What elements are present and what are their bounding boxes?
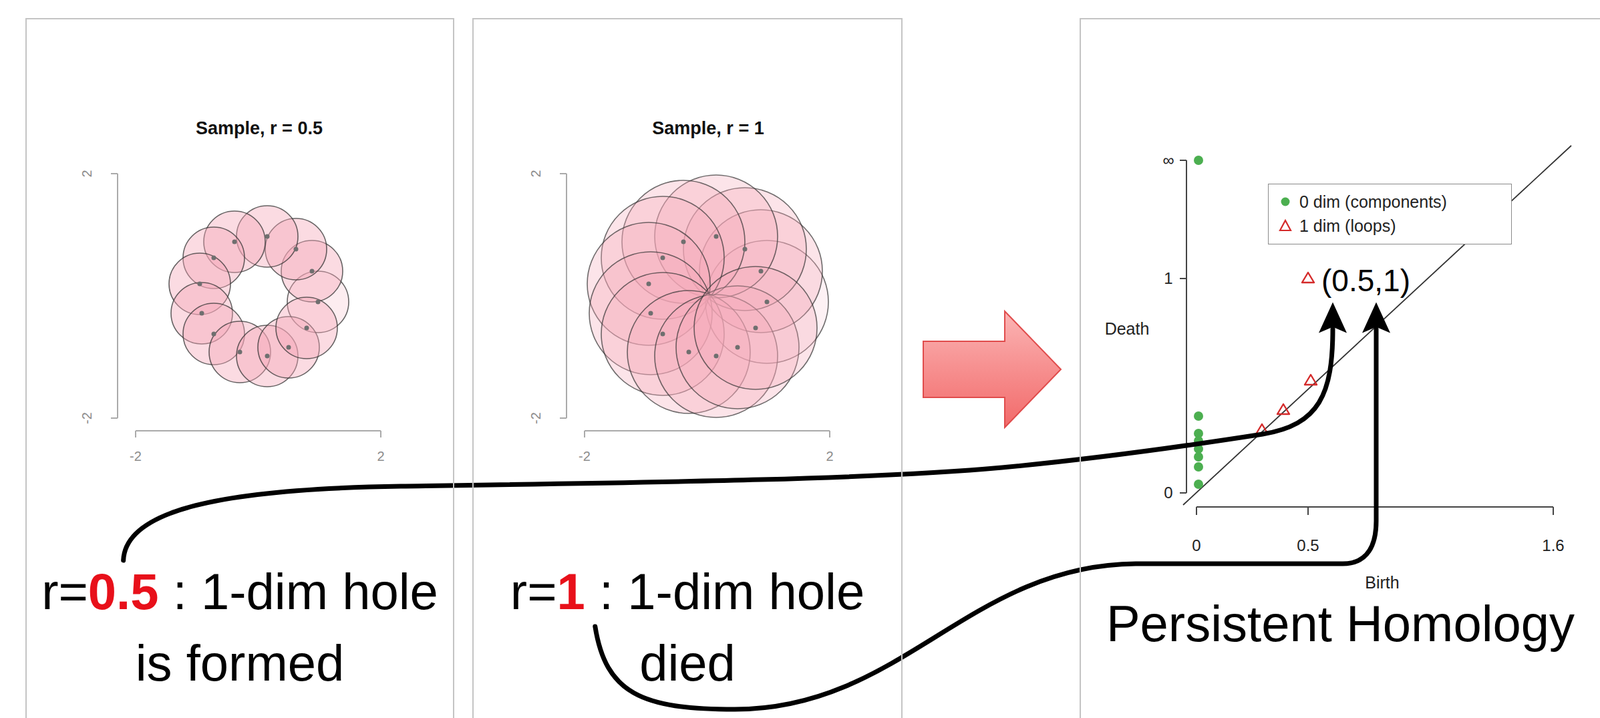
axis-tick-label: 2 xyxy=(79,169,95,178)
legend-marker xyxy=(1277,218,1293,234)
axis-tick-label: ∞ xyxy=(1162,150,1174,170)
legend-marker xyxy=(1277,194,1293,210)
component-point xyxy=(1193,155,1204,166)
ball-union xyxy=(169,205,349,387)
caption-part: : 1-dim hole is formed xyxy=(135,563,439,692)
axis-tick-label: 0 xyxy=(1191,536,1201,556)
radius-value: 1 xyxy=(557,563,586,620)
plot-panel: Sample, r = 0.5 r=0.5: 1-dim hole is form… xyxy=(25,18,455,718)
caption-part: r= xyxy=(510,563,558,620)
legend-box: 0 dim (components)1 dim (loops) xyxy=(1267,183,1512,245)
plot-panel: Sample, r = 1 r=1: 1-dim hole died xyxy=(472,18,903,718)
plot-panel: Persistent Homology xyxy=(1079,18,1600,718)
component-point xyxy=(1193,479,1204,490)
axis-tick-label: 2 xyxy=(528,169,544,178)
axis-tick-label: 1 xyxy=(1163,269,1173,288)
sample-points xyxy=(646,234,770,359)
axis-title: Birth xyxy=(1364,573,1399,593)
radius-value: 0.5 xyxy=(88,563,159,620)
sample-points xyxy=(197,234,321,359)
connector-arrow xyxy=(123,301,1347,561)
caption-part: : 1-dim hole died xyxy=(599,563,865,692)
axis-tick-label: -2 xyxy=(129,448,142,465)
axis-title: Death xyxy=(1104,319,1150,339)
axis-tick-label: 1.6 xyxy=(1541,536,1564,556)
loop-point xyxy=(1302,272,1315,283)
caption-text: r=0.5: 1-dim hole is formed xyxy=(39,555,441,699)
legend-text: 0 dim (components) xyxy=(1299,189,1448,214)
legend-text: 1 dim (loops) xyxy=(1299,213,1397,238)
curved-arrow-line xyxy=(123,328,1333,561)
axis-tick-label: -2 xyxy=(578,448,591,465)
point-label: (0.5,1) xyxy=(1321,263,1411,299)
legend-dot xyxy=(1281,197,1291,207)
caption-part: r= xyxy=(41,563,89,620)
legend-triangle xyxy=(1280,220,1291,231)
arrow-head xyxy=(1362,301,1391,333)
axis-tick-label: -2 xyxy=(79,412,95,425)
component-point xyxy=(1193,411,1204,421)
curved-arrow-line xyxy=(595,328,1377,710)
axis-tick-label: 0.5 xyxy=(1296,536,1319,556)
caption-text: r=1: 1-dim hole died xyxy=(487,555,888,699)
plot-title: Sample, r = 1 xyxy=(652,118,764,139)
loop-point xyxy=(1277,404,1290,415)
legend-row: 0 dim (components) xyxy=(1277,189,1502,214)
axis-tick-label: 0 xyxy=(1163,483,1173,503)
component-point xyxy=(1193,462,1204,472)
axis-tick-label: -2 xyxy=(528,412,544,425)
axis-tick-label: 2 xyxy=(376,448,385,465)
panel-caption: Persistent Homology xyxy=(1106,595,1575,653)
axis-tick-label: 2 xyxy=(825,448,834,465)
loop-points xyxy=(1255,272,1317,435)
legend-row: 1 dim (loops) xyxy=(1277,213,1502,238)
block-arrow-shape xyxy=(923,311,1061,428)
plot-axes xyxy=(559,173,830,438)
text-row: Persistent Homology xyxy=(1080,594,1600,653)
block-arrow xyxy=(923,311,1061,428)
plot-title: Sample, r = 0.5 xyxy=(195,118,323,139)
plot-axes xyxy=(1179,160,1554,516)
plot-axes xyxy=(110,173,381,438)
component-points xyxy=(1193,155,1204,490)
arrow-head xyxy=(1318,301,1347,333)
component-point xyxy=(1193,452,1204,462)
ball-union xyxy=(587,175,829,418)
loop-point xyxy=(1304,374,1317,385)
